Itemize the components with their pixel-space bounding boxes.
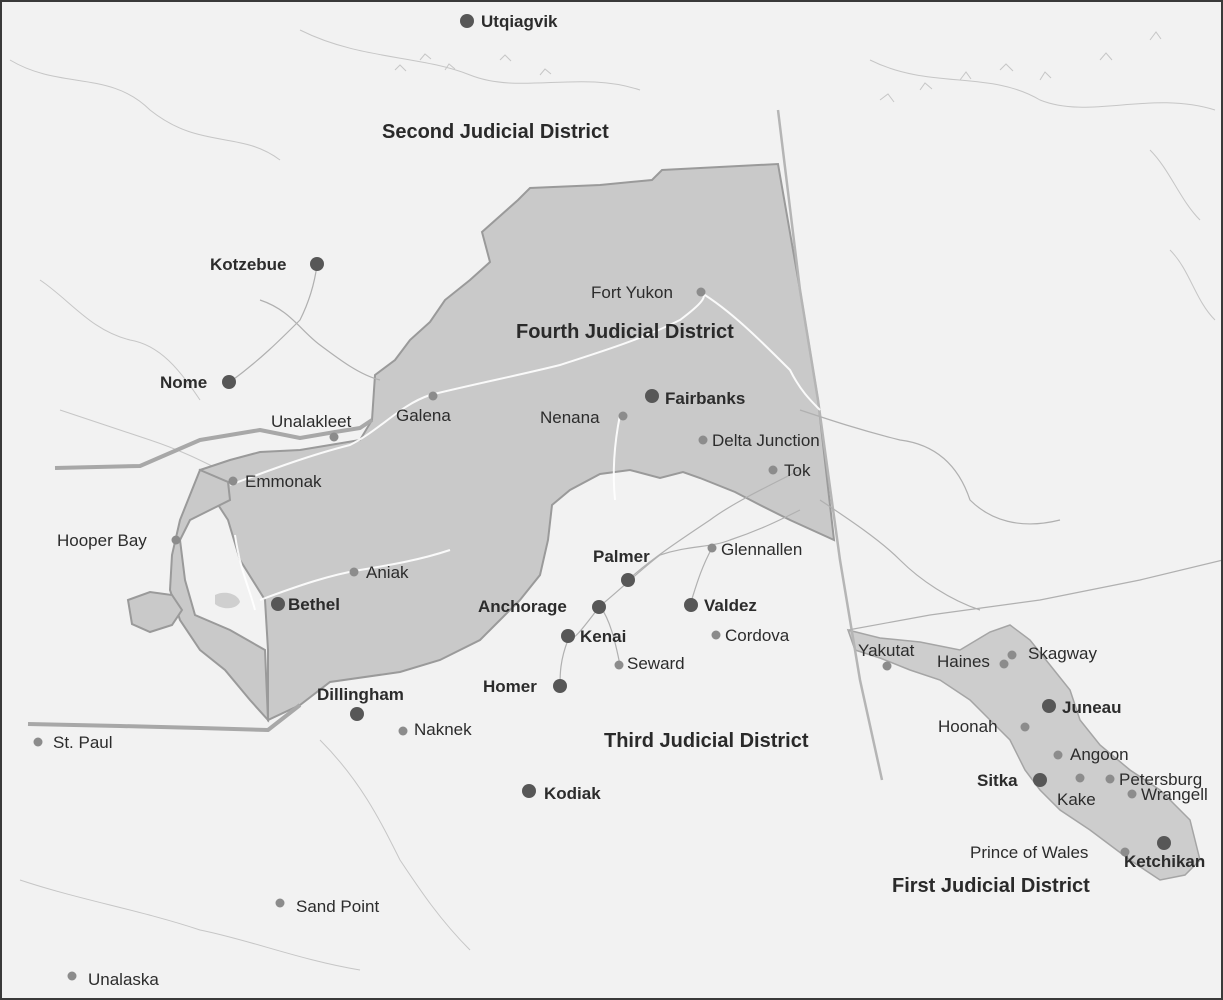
city-label-kotzebue: Kotzebue (210, 255, 287, 274)
city-marker-naknek[interactable] (398, 726, 408, 736)
city-label-palmer: Palmer (593, 547, 650, 566)
city-marker-unalaska[interactable] (67, 971, 77, 981)
city-label-galena: Galena (396, 406, 451, 425)
city-label-unalakleet: Unalakleet (271, 412, 352, 431)
city-label-valdez: Valdez (704, 596, 757, 615)
city-marker-valdez[interactable] (684, 598, 698, 612)
city-label-petersburg: Petersburg (1119, 770, 1202, 789)
third-district-label: Third Judicial District (604, 730, 809, 752)
city-label-hooper-bay: Hooper Bay (57, 531, 147, 550)
city-marker-kotzebue[interactable] (310, 257, 324, 271)
city-label-angoon: Angoon (1070, 745, 1129, 764)
city-label-prince-of-wales: Prince of Wales (970, 843, 1088, 862)
city-marker-sand-point[interactable] (275, 898, 285, 908)
city-label-emmonak: Emmonak (245, 472, 322, 491)
city-marker-skagway[interactable] (1007, 650, 1017, 660)
city-marker-nome[interactable] (222, 375, 236, 389)
city-marker-delta-junction[interactable] (698, 435, 708, 445)
city-label-ketchikan: Ketchikan (1124, 852, 1205, 871)
city-label-kodiak: Kodiak (544, 784, 601, 803)
city-label-haines: Haines (937, 652, 990, 671)
city-marker-galena[interactable] (428, 391, 438, 401)
city-label-kake: Kake (1057, 790, 1096, 809)
first-district-label: First Judicial District (892, 875, 1090, 897)
city-marker-tok[interactable] (768, 465, 778, 475)
city-label-seward: Seward (627, 654, 685, 673)
city-marker-juneau[interactable] (1042, 699, 1056, 713)
roads (229, 264, 1061, 687)
city-label-st-paul: St. Paul (53, 733, 113, 752)
city-marker-utqiagvik[interactable] (460, 14, 474, 28)
city-label-fairbanks: Fairbanks (665, 389, 745, 408)
city-marker-fort-yukon[interactable] (696, 287, 706, 297)
city-marker-prince-of-wales[interactable] (1120, 847, 1130, 857)
city-marker-homer[interactable] (553, 679, 567, 693)
lake (215, 592, 240, 609)
city-marker-sitka[interactable] (1033, 773, 1047, 787)
city-label-juneau: Juneau (1062, 698, 1122, 717)
city-marker-kake[interactable] (1075, 773, 1085, 783)
major-cities: Utqiagvik Kotzebue Nome Fairbanks Bethel… (160, 12, 1205, 871)
city-label-fort-yukon: Fort Yukon (591, 283, 673, 302)
city-marker-petersburg[interactable] (1105, 774, 1115, 784)
city-marker-aniak[interactable] (349, 567, 359, 577)
rivers (229, 291, 821, 611)
city-label-kenai: Kenai (580, 627, 626, 646)
city-marker-palmer[interactable] (621, 573, 635, 587)
second-district-label: Second Judicial District (382, 121, 609, 143)
city-label-sitka: Sitka (977, 771, 1018, 790)
city-marker-dillingham[interactable] (350, 707, 364, 721)
city-marker-st-paul[interactable] (33, 737, 43, 747)
city-marker-hoonah[interactable] (1020, 722, 1030, 732)
city-label-wrangell: Wrangell (1141, 785, 1208, 804)
city-label-unalaska: Unalaska (88, 970, 159, 989)
city-label-hoonah: Hoonah (938, 717, 998, 736)
city-label-skagway: Skagway (1028, 644, 1097, 663)
city-marker-anchorage[interactable] (592, 600, 606, 614)
canada-border (776, 109, 884, 781)
city-label-glennallen: Glennallen (721, 540, 802, 559)
canada-border-southeast (847, 559, 1223, 631)
city-label-naknek: Naknek (414, 720, 472, 739)
city-marker-hooper-bay[interactable] (171, 535, 181, 545)
third-district-boundary-west (27, 703, 302, 732)
city-label-tok: Tok (784, 461, 811, 480)
city-marker-seward[interactable] (614, 660, 624, 670)
city-marker-glennallen[interactable] (707, 543, 717, 553)
city-marker-cordova[interactable] (711, 630, 721, 640)
city-marker-emmonak[interactable] (228, 476, 238, 486)
nunivak-island (126, 590, 184, 634)
city-label-dillingham: Dillingham (317, 685, 404, 704)
city-label-aniak: Aniak (366, 563, 409, 582)
city-marker-yakutat[interactable] (882, 661, 892, 671)
city-marker-nenana[interactable] (618, 411, 628, 421)
city-marker-bethel[interactable] (271, 597, 285, 611)
city-marker-kodiak[interactable] (522, 784, 536, 798)
city-marker-kenai[interactable] (561, 629, 575, 643)
city-label-bethel: Bethel (288, 595, 340, 614)
city-marker-wrangell[interactable] (1127, 789, 1137, 799)
city-label-yakutat: Yakutat (858, 641, 915, 660)
city-label-sand-point: Sand Point (296, 897, 379, 916)
city-marker-unalakleet[interactable] (329, 432, 339, 442)
yukon-delta-area (168, 468, 270, 723)
city-label-delta-junction: Delta Junction (712, 431, 820, 450)
city-marker-ketchikan[interactable] (1157, 836, 1171, 850)
first-district-area (846, 624, 1201, 881)
city-label-nenana: Nenana (540, 408, 600, 427)
coastline-details (9, 29, 1216, 971)
city-label-utqiagvik: Utqiagvik (481, 12, 558, 31)
city-marker-angoon[interactable] (1053, 750, 1063, 760)
second-third-boundary (54, 418, 374, 470)
city-label-anchorage: Anchorage (478, 597, 567, 616)
minor-cities: Fort Yukon Unalakleet Galena Nenana Delt… (33, 283, 1208, 989)
city-marker-haines[interactable] (999, 659, 1009, 669)
fourth-district-label: Fourth Judicial District (516, 321, 734, 343)
city-label-nome: Nome (160, 373, 207, 392)
city-marker-fairbanks[interactable] (645, 389, 659, 403)
city-label-homer: Homer (483, 677, 537, 696)
city-label-cordova: Cordova (725, 626, 790, 645)
